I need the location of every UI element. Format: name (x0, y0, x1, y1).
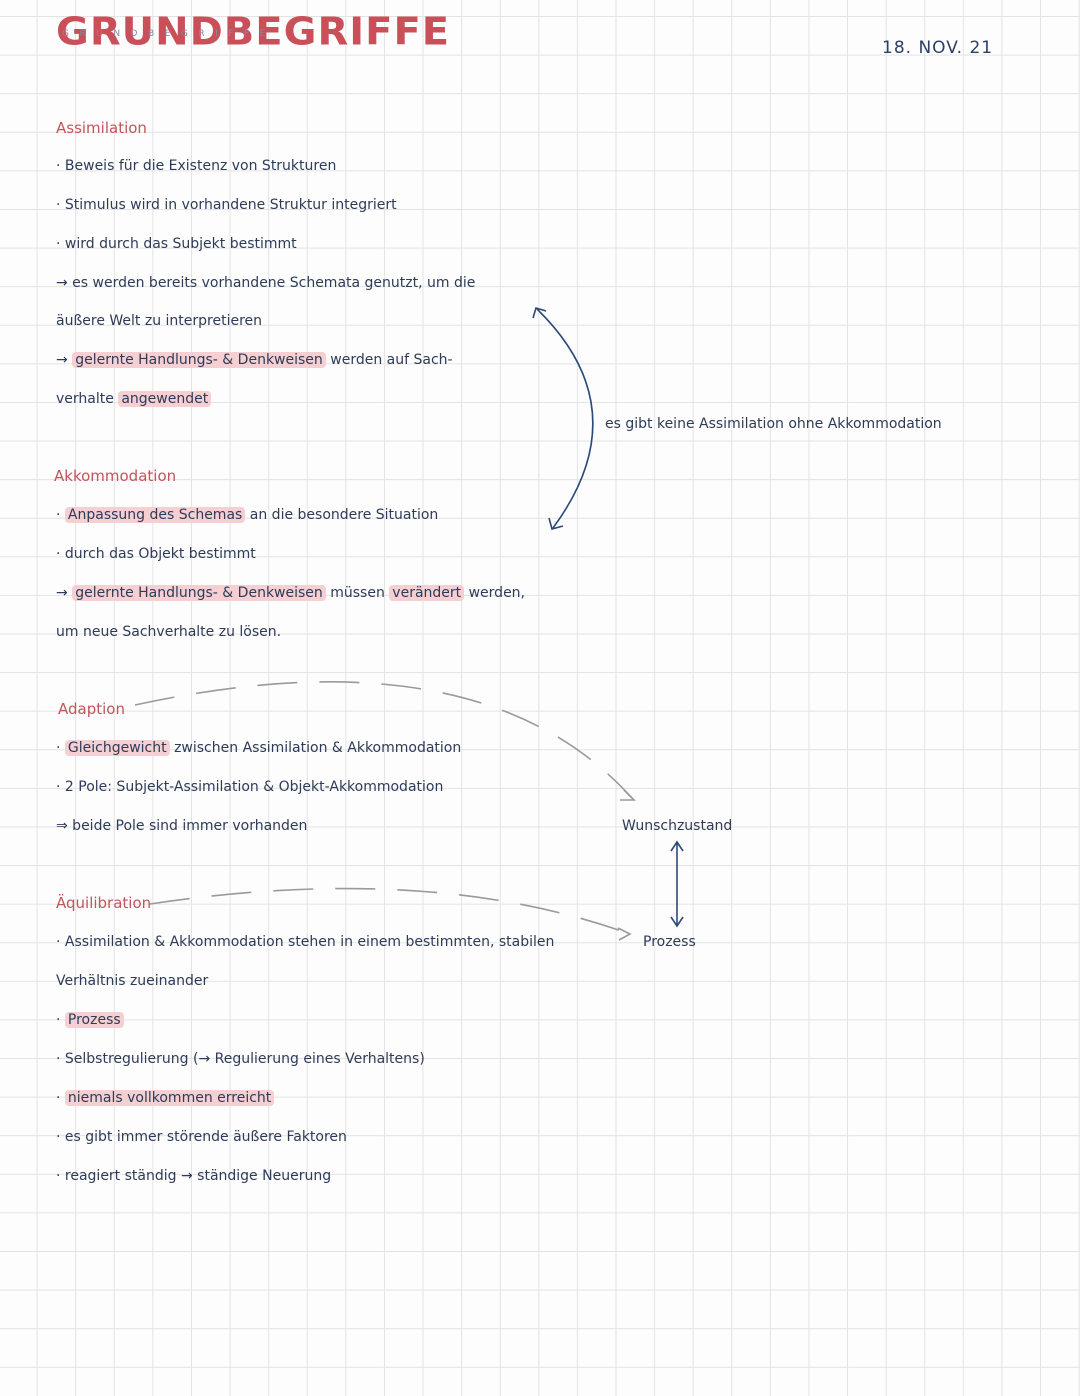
curved-double-arrow (536, 308, 594, 529)
heading-aequilibration: Äquilibration (56, 894, 152, 912)
prozess-label: Prozess (643, 934, 696, 950)
akkommodation-line-4: um neue Sachverhalte zu lösen. (56, 624, 282, 640)
aequilibration-line-3: · Prozess (56, 1012, 124, 1028)
akkommodation-line-3: → gelernte Handlungs- & Denkweisen müsse… (56, 585, 525, 601)
text-span: müssen (330, 585, 385, 601)
arrowhead-aequilibration (617, 927, 632, 941)
heading-adaption: Adaption (58, 700, 125, 718)
highlight: angewendet (118, 391, 212, 407)
highlight: Gleichgewicht (64, 740, 170, 756)
highlight: Anpassung des Schemas (64, 507, 246, 523)
date: 18. NOV. 21 (882, 38, 994, 58)
text-span: an die besondere Situation (249, 507, 439, 523)
aequilibration-line-5: · niemals vollkommen erreicht (56, 1090, 275, 1106)
assimilation-line-1: · Beweis für die Existenz von Strukturen (56, 158, 337, 174)
highlight: gelernte Handlungs- & Denkweisen (72, 585, 326, 601)
adaption-line-2: · 2 Pole: Subjekt-Assimilation & Objekt-… (56, 779, 444, 795)
aequilibration-line-2: Verhältnis zueinander (56, 973, 209, 989)
page-title: GRUNDBEGRIFFE (56, 10, 451, 54)
akkommodation-line-2: · durch das Objekt bestimmt (56, 546, 256, 562)
arrowhead-down (670, 916, 684, 928)
assimilation-line-6: → gelernte Handlungs- & Denkweisen werde… (56, 352, 453, 368)
bullet: · (56, 1012, 61, 1028)
side-note: es gibt keine Assimilation ohne Akkommod… (605, 416, 942, 432)
arrowhead-up (670, 840, 684, 852)
assimilation-line-5: äußere Welt zu interpretieren (56, 313, 263, 329)
aequilibration-line-1: · Assimilation & Akkommodation stehen in… (56, 934, 555, 950)
assimilation-line-4: → es werden bereits vorhandene Schemata … (56, 275, 476, 291)
bullet: · (56, 1090, 61, 1106)
wunschzustand-label: Wunschzustand (622, 818, 733, 834)
arrowhead-bottom (548, 517, 564, 530)
bullet: · (56, 740, 61, 756)
arrow-glyph: → (56, 352, 68, 368)
bullet: · (56, 507, 61, 523)
adaption-line-1: · Gleichgewicht zwischen Assimilation & … (56, 740, 461, 756)
arrowhead-top (532, 307, 547, 319)
page-title-overlay: GRUNDBEGRIFFE (62, 29, 276, 39)
arrowhead-adaption (620, 789, 636, 801)
highlight: verändert (389, 585, 465, 601)
text-span: werden, (468, 585, 526, 601)
highlight: Prozess (64, 1012, 124, 1028)
arrow-glyph: → (56, 585, 68, 601)
akkommodation-line-1: · Anpassung des Schemas an die besondere… (56, 507, 438, 523)
text-span: werden auf Sach- (330, 352, 453, 368)
highlight: niemals vollkommen erreicht (64, 1090, 275, 1106)
text-span: verhalte (56, 391, 114, 407)
aequilibration-line-4: · Selbstregulierung (→ Regulierung eines… (56, 1051, 425, 1067)
adaption-line-3: ⇒ beide Pole sind immer vorhanden (56, 818, 308, 834)
aequilibration-line-7: · reagiert ständig → ständige Neuerung (56, 1168, 332, 1184)
assimilation-line-2: · Stimulus wird in vorhandene Struktur i… (56, 197, 397, 213)
dashed-arc-aequilibration (149, 887, 631, 935)
heading-akkommodation: Akkommodation (54, 467, 177, 485)
aequilibration-line-6: · es gibt immer störende äußere Faktoren (56, 1129, 347, 1145)
heading-assimilation: Assimilation (56, 119, 147, 137)
text-span: zwischen Assimilation & Akkommodation (174, 740, 462, 756)
highlight: gelernte Handlungs- & Denkweisen (72, 352, 326, 368)
assimilation-line-3: · wird durch das Subjekt bestimmt (56, 236, 297, 252)
assimilation-line-7: verhalte angewendet (56, 391, 212, 407)
